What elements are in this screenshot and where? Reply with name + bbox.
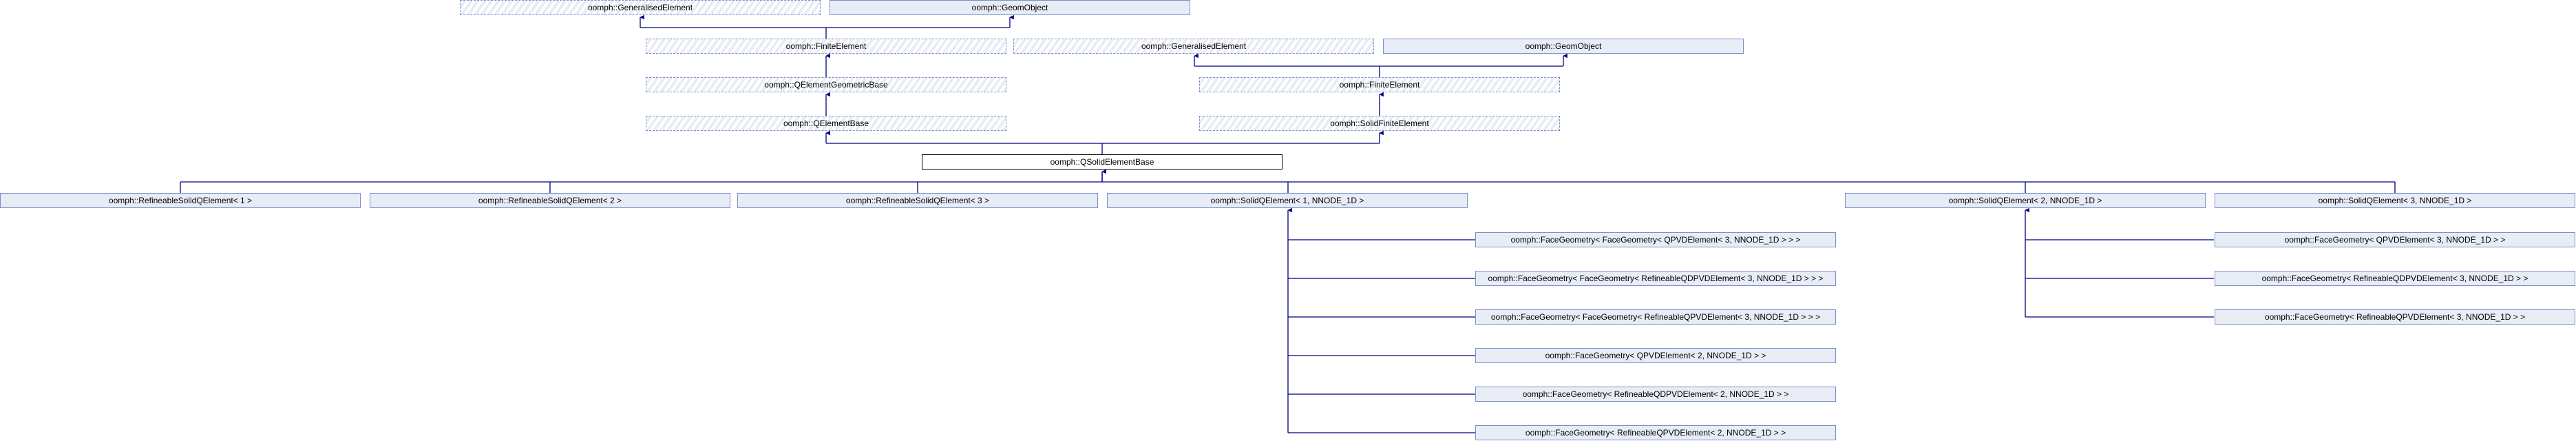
class-node-qelement-geometric-base[interactable]: oomph::QElementGeometricBase: [646, 77, 1006, 92]
class-node-face-geometry[interactable]: oomph::FaceGeometry< QPVDElement< 2, NNO…: [1475, 348, 1836, 363]
class-node-generalised-element[interactable]: oomph::GeneralisedElement: [460, 0, 821, 15]
class-node-solid-qelement-3[interactable]: oomph::SolidQElement< 3, NNODE_1D >: [2215, 193, 2575, 208]
class-node-solid-finite-element[interactable]: oomph::SolidFiniteElement: [1199, 116, 1560, 131]
class-node-solid-qelement-2[interactable]: oomph::SolidQElement< 2, NNODE_1D >: [1845, 193, 2206, 208]
class-node-refineable-solid-qelement-1[interactable]: oomph::RefineableSolidQElement< 1 >: [0, 193, 361, 208]
class-node-generalised-element[interactable]: oomph::GeneralisedElement: [1013, 39, 1374, 54]
class-node-face-geometry[interactable]: oomph::FaceGeometry< RefineableQPVDEleme…: [1475, 425, 1836, 440]
class-node-face-geometry[interactable]: oomph::FaceGeometry< RefineableQPVDEleme…: [2215, 309, 2575, 325]
class-node-face-geometry[interactable]: oomph::FaceGeometry< QPVDElement< 3, NNO…: [2215, 232, 2575, 247]
class-node-face-geometry[interactable]: oomph::FaceGeometry< FaceGeometry< Refin…: [1475, 309, 1836, 325]
class-node-face-geometry[interactable]: oomph::FaceGeometry< RefineableQDPVDElem…: [2215, 271, 2575, 286]
class-node-refineable-solid-qelement-3[interactable]: oomph::RefineableSolidQElement< 3 >: [737, 193, 1098, 208]
class-node-geom-object[interactable]: oomph::GeomObject: [830, 0, 1190, 15]
class-node-face-geometry[interactable]: oomph::FaceGeometry< FaceGeometry< Refin…: [1475, 271, 1836, 286]
class-node-face-geometry[interactable]: oomph::FaceGeometry< RefineableQDPVDElem…: [1475, 387, 1836, 402]
class-node-qsolid-element-base-current: oomph::QSolidElementBase: [922, 154, 1282, 170]
class-node-geom-object[interactable]: oomph::GeomObject: [1383, 39, 1744, 54]
class-node-refineable-solid-qelement-2[interactable]: oomph::RefineableSolidQElement< 2 >: [370, 193, 730, 208]
class-node-qelement-base[interactable]: oomph::QElementBase: [646, 116, 1006, 131]
class-node-finite-element[interactable]: oomph::FiniteElement: [1199, 77, 1560, 92]
class-node-face-geometry[interactable]: oomph::FaceGeometry< FaceGeometry< QPVDE…: [1475, 232, 1836, 247]
class-node-solid-qelement-1[interactable]: oomph::SolidQElement< 1, NNODE_1D >: [1107, 193, 1468, 208]
class-node-finite-element[interactable]: oomph::FiniteElement: [646, 39, 1006, 54]
edge-finiteelement-to-bases: [640, 27, 1010, 39]
